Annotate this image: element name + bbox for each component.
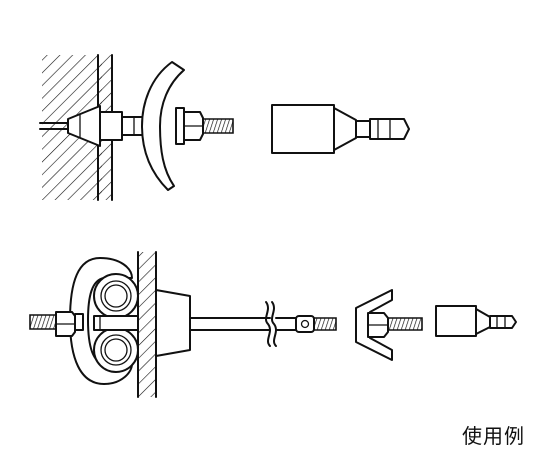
top-washer bbox=[176, 108, 184, 144]
top-anchor-assembly bbox=[40, 55, 233, 200]
top-threaded-stud bbox=[203, 119, 233, 133]
top-socket-body bbox=[272, 105, 334, 153]
bottom-connector bbox=[296, 316, 314, 332]
bottom-cone-plug bbox=[156, 290, 190, 356]
top-sleeve bbox=[100, 112, 122, 140]
bottom-clamp-thread bbox=[388, 318, 422, 330]
bottom-wall-hatching bbox=[138, 252, 156, 397]
bottom-socket-body bbox=[436, 306, 476, 336]
bottom-socket-driver bbox=[436, 306, 516, 336]
top-crescent-bracket bbox=[142, 62, 184, 190]
bottom-hex-bit bbox=[490, 316, 516, 328]
caption-usage-example: 使用例 bbox=[462, 424, 525, 448]
bottom-lower-pipe bbox=[94, 328, 138, 372]
top-socket-driver bbox=[272, 105, 409, 153]
bottom-upper-pipe bbox=[94, 274, 138, 318]
bottom-clamp-nut bbox=[356, 290, 422, 360]
top-cone-plug bbox=[68, 106, 100, 146]
bottom-right-thread bbox=[314, 318, 336, 330]
bottom-anchor-assembly bbox=[30, 252, 336, 397]
bottom-left-thread bbox=[30, 315, 56, 329]
